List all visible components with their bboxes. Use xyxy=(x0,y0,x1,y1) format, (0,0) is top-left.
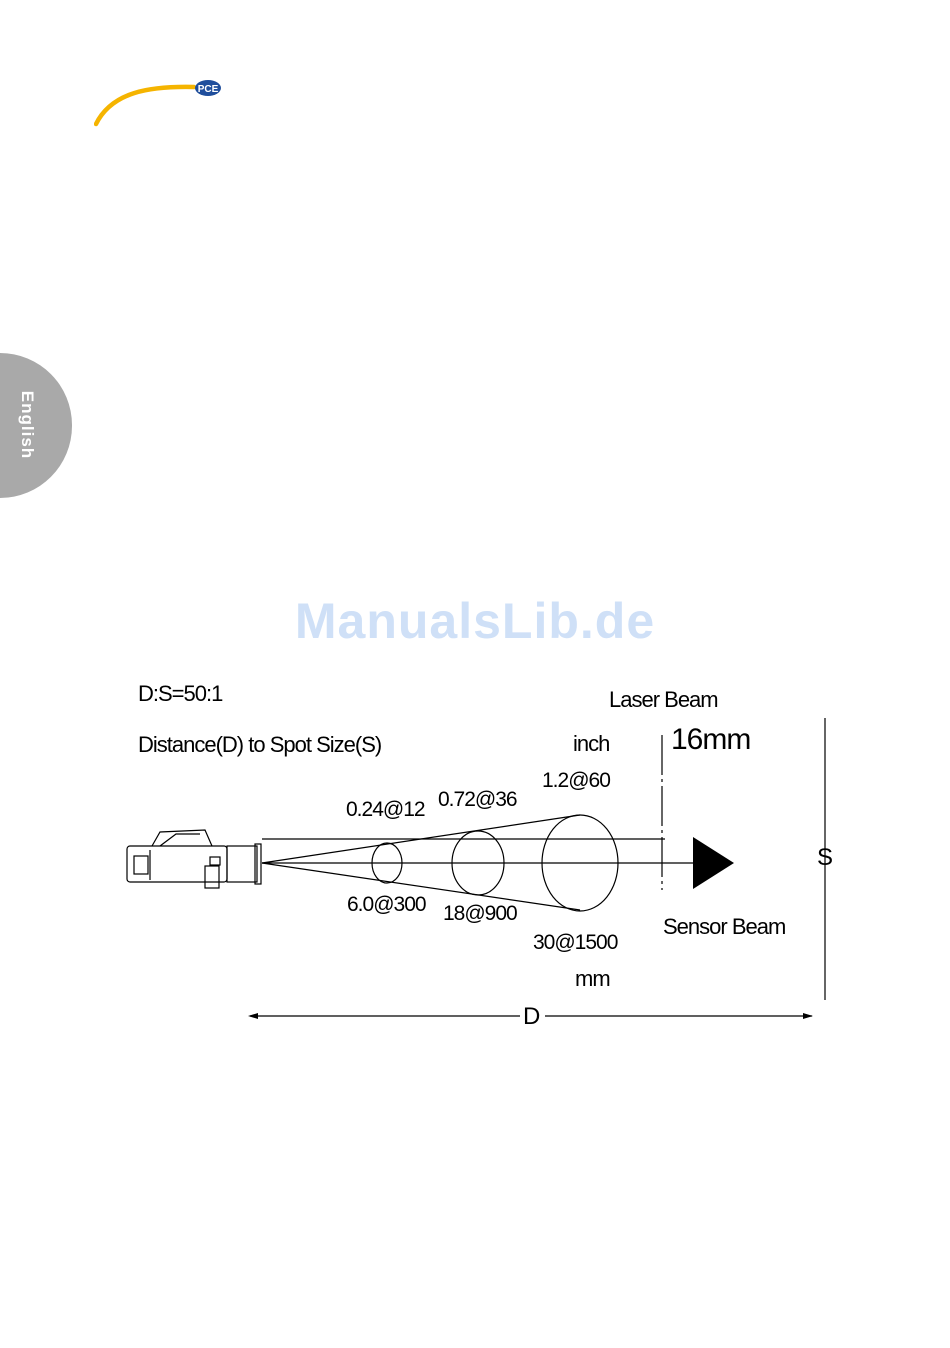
ratio-label: D:S=50:1 xyxy=(138,681,222,707)
mm-value-3: 30@1500 xyxy=(533,931,617,955)
inch-value-3: 1.2@60 xyxy=(542,769,610,793)
mm-value-1: 6.0@300 xyxy=(347,893,426,917)
d-arrow-right-icon xyxy=(803,1013,813,1019)
s-dimension-label: S xyxy=(817,844,832,872)
inch-value-1: 0.24@12 xyxy=(346,798,425,822)
inch-value-2: 0.72@36 xyxy=(438,788,517,812)
laser-spot-size-label: 16mm xyxy=(671,723,750,757)
laser-beam-label: Laser Beam xyxy=(609,687,718,713)
d-dimension-label: D xyxy=(523,1003,539,1031)
mm-unit-label: mm xyxy=(575,966,610,992)
thermometer-device-icon xyxy=(127,830,261,888)
sensor-beam-label: Sensor Beam xyxy=(663,914,785,940)
arrow-head-icon xyxy=(693,837,734,889)
inch-unit-label: inch xyxy=(573,731,609,757)
d-arrow-left-icon xyxy=(248,1013,258,1019)
description-label: Distance(D) to Spot Size(S) xyxy=(138,732,381,758)
mm-value-2: 18@900 xyxy=(443,902,517,926)
